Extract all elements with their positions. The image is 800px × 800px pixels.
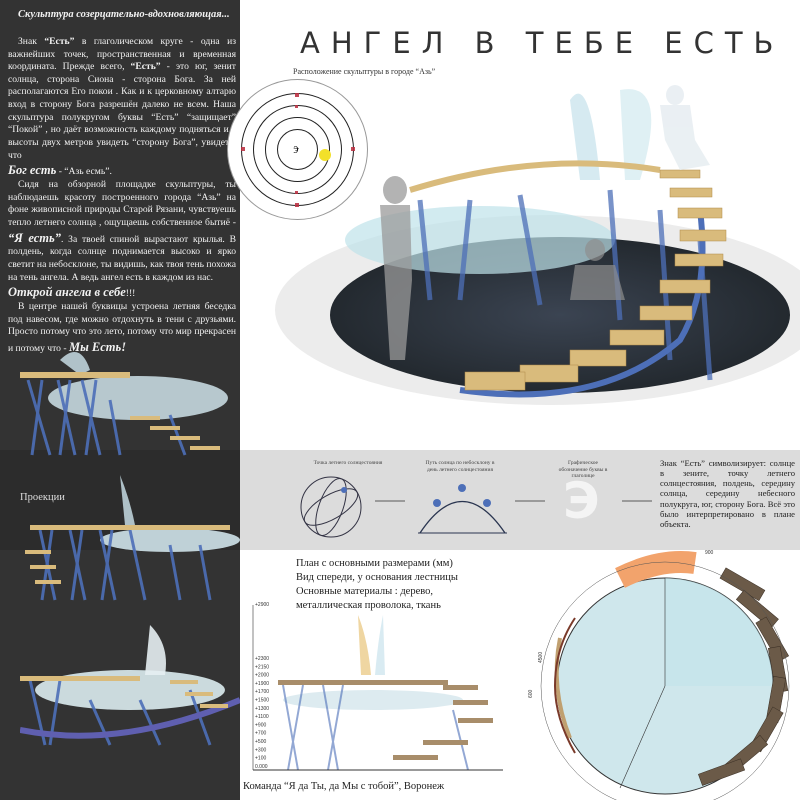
solstice-point-diagram <box>300 476 362 538</box>
step-caption-1: Точка летнего солнцестояния <box>313 460 383 466</box>
plan-line-2: Вид спереди, у основания лестницы <box>296 571 458 583</box>
intro-paragraph-2: Сидя на обзорной площадке скульптуры, ты… <box>8 179 236 284</box>
plan-line-3: Основные материалы : дерево, <box>296 585 433 597</box>
text-span: - “Азь есмь”. <box>56 166 112 178</box>
location-map: Ⰵ <box>227 79 368 220</box>
text-span: - это юг, зенит солнца, сторона Сиона - … <box>8 61 236 161</box>
god-is-line: Бог есть - “Азь есмь”. <box>8 162 236 179</box>
plan-view-drawing: 900 4500 600 <box>528 550 790 800</box>
intro-paragraph-1: Знак “Есть” в глаголическом круге - одна… <box>8 36 236 163</box>
elevation-label: +2000 <box>255 673 269 679</box>
elevation-label: +300 <box>255 747 266 753</box>
elevation-label: +2150 <box>255 664 269 670</box>
page-title: АНГЕЛ В ТЕБЕ ЕСТЬ <box>300 26 785 60</box>
elevation-label: +1100 <box>255 714 269 720</box>
elevation-label: +100 <box>255 756 266 762</box>
intro-heading: Скульптура созерцательно-вдохновляющая..… <box>18 9 230 20</box>
elevation-label: +1500 <box>255 698 269 704</box>
text-span: Мы Есть! <box>68 339 127 354</box>
projections-label: Проекции <box>20 492 65 503</box>
svg-text:Ⰵ: Ⰵ <box>293 145 299 156</box>
text-span: в глаголическом круге - одна из важнейши… <box>8 35 236 73</box>
dim-plan-top: 900 <box>705 550 714 556</box>
text-span: “Есть” <box>130 61 161 73</box>
projection-2 <box>25 475 240 601</box>
open-angel-line: Открой ангела в себе!!! <box>8 284 236 301</box>
text-span: Бог есть <box>8 163 57 178</box>
team-credit: Команда “Я да Ты, да Мы с тобой”, Вороне… <box>243 781 445 792</box>
elevation-label: +900 <box>255 722 266 728</box>
text-span: В центре нашей буквицы устроена летняя б… <box>8 300 236 354</box>
arrow-3 <box>622 500 652 502</box>
elevation-label: +700 <box>255 731 266 737</box>
text-span: . За твоей спиной вырастают крылья. В по… <box>8 233 236 283</box>
projection-3 <box>20 625 240 746</box>
plan-line-4: металлическая проволока, ткань <box>296 599 441 611</box>
elevation-label: +1900 <box>255 681 269 687</box>
dim-top: +2900 <box>255 602 269 608</box>
sun-path-diagram <box>418 484 507 534</box>
elevation-label: 0.000 <box>255 764 268 770</box>
arrow-2 <box>515 500 545 502</box>
elevation-label: +1300 <box>255 706 269 712</box>
intro-paragraph-3: В центре нашей буквицы устроена летняя б… <box>8 301 236 356</box>
dim-plan-small: 600 <box>528 689 534 698</box>
front-view-drawing: +2900 +2300 +2150 +2000 +1900 +1700 +1500 +130… <box>252 602 503 771</box>
step-caption-2: Путь солнца по небосклону в день летнего… <box>425 460 495 473</box>
text-span: Открой ангела в себе <box>8 285 126 300</box>
text-span: “Есть” <box>44 35 75 47</box>
elevation-label: +2300 <box>255 656 269 662</box>
text-span: “Я есть” <box>8 230 61 245</box>
hero-render <box>275 85 800 405</box>
elevation-label: +1700 <box>255 689 269 695</box>
text-span: Знак <box>18 35 45 47</box>
step-caption-3: Графическое обозначение буквы в глаголиц… <box>558 460 608 480</box>
arrow-1 <box>375 500 405 502</box>
glagolitic-glyph: Э <box>563 472 600 530</box>
elevation-label: +500 <box>255 739 266 745</box>
projection-1 <box>20 352 228 456</box>
location-caption: Расположение скульптуры в городе “Азь” <box>293 67 436 76</box>
sign-description: Знак “Есть” символизирует: солнце в зени… <box>660 458 795 529</box>
text-span: Сидя на обзорной площадке скульптуры, ты… <box>8 179 236 229</box>
intro-text: Скульптура созерцательно-вдохновляющая..… <box>8 8 236 356</box>
plan-line-1: План с основными размерами (мм) <box>296 558 453 569</box>
text-span: !!! <box>125 288 136 300</box>
plan-text: План с основными размерами (мм) Вид спер… <box>296 557 458 613</box>
dim-plan-side: 4500 <box>538 652 544 663</box>
